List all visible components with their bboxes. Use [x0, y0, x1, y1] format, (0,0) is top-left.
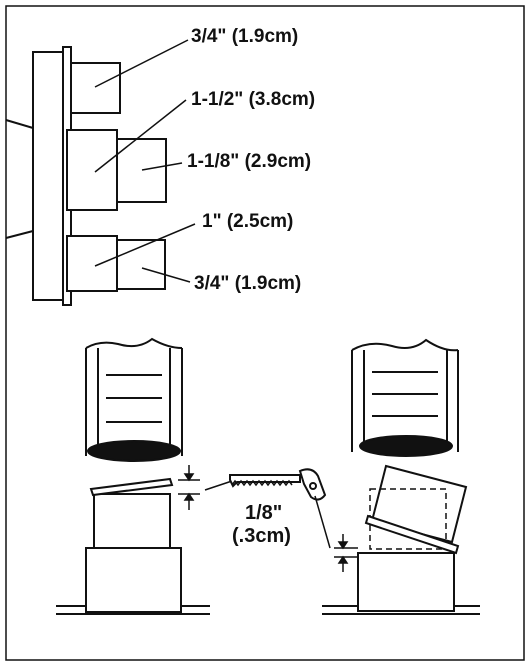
label-1-1-2: 1-1/2" (3.8cm) [191, 89, 315, 110]
leader-lines [94, 39, 196, 283]
fitting-base-right [357, 552, 455, 612]
dimension-left [178, 465, 233, 510]
step-mid-small [116, 138, 167, 203]
stepped-fitting [5, 46, 167, 306]
label-1-inch: 1" (2.5cm) [202, 211, 293, 232]
dimension-right [334, 534, 358, 572]
tilted-stub-right [370, 464, 468, 544]
pipe-right [351, 338, 459, 457]
cut-cap-right [364, 514, 460, 555]
pipe-left [85, 337, 183, 462]
cut-fitting-left [56, 477, 210, 615]
cut-fitting-right [322, 464, 480, 615]
step-mid-large [66, 129, 118, 211]
label-1-1-8: 1-1/8" (2.9cm) [187, 151, 311, 172]
step-top [70, 62, 121, 114]
fitting-base-left [85, 547, 182, 613]
saw-icon [229, 468, 331, 549]
dimension-arrow-icon [183, 473, 195, 482]
label-cut-fraction: 1/8" [245, 502, 282, 524]
label-cut-metric: (.3cm) [232, 525, 291, 547]
fitting-body [32, 51, 64, 301]
label-3-4-low: 3/4" (1.9cm) [194, 273, 301, 294]
page-border [5, 5, 525, 661]
cut-cap-left [89, 477, 174, 497]
dimension-arrow-icon [337, 555, 349, 564]
step-low-large [66, 235, 118, 292]
dimension-arrow-icon [337, 541, 349, 550]
step-low-small [116, 239, 166, 290]
label-3-4-top: 3/4" (1.9cm) [191, 26, 298, 47]
dimension-arrow-icon [183, 492, 195, 501]
fitting-stub-left [93, 493, 171, 549]
